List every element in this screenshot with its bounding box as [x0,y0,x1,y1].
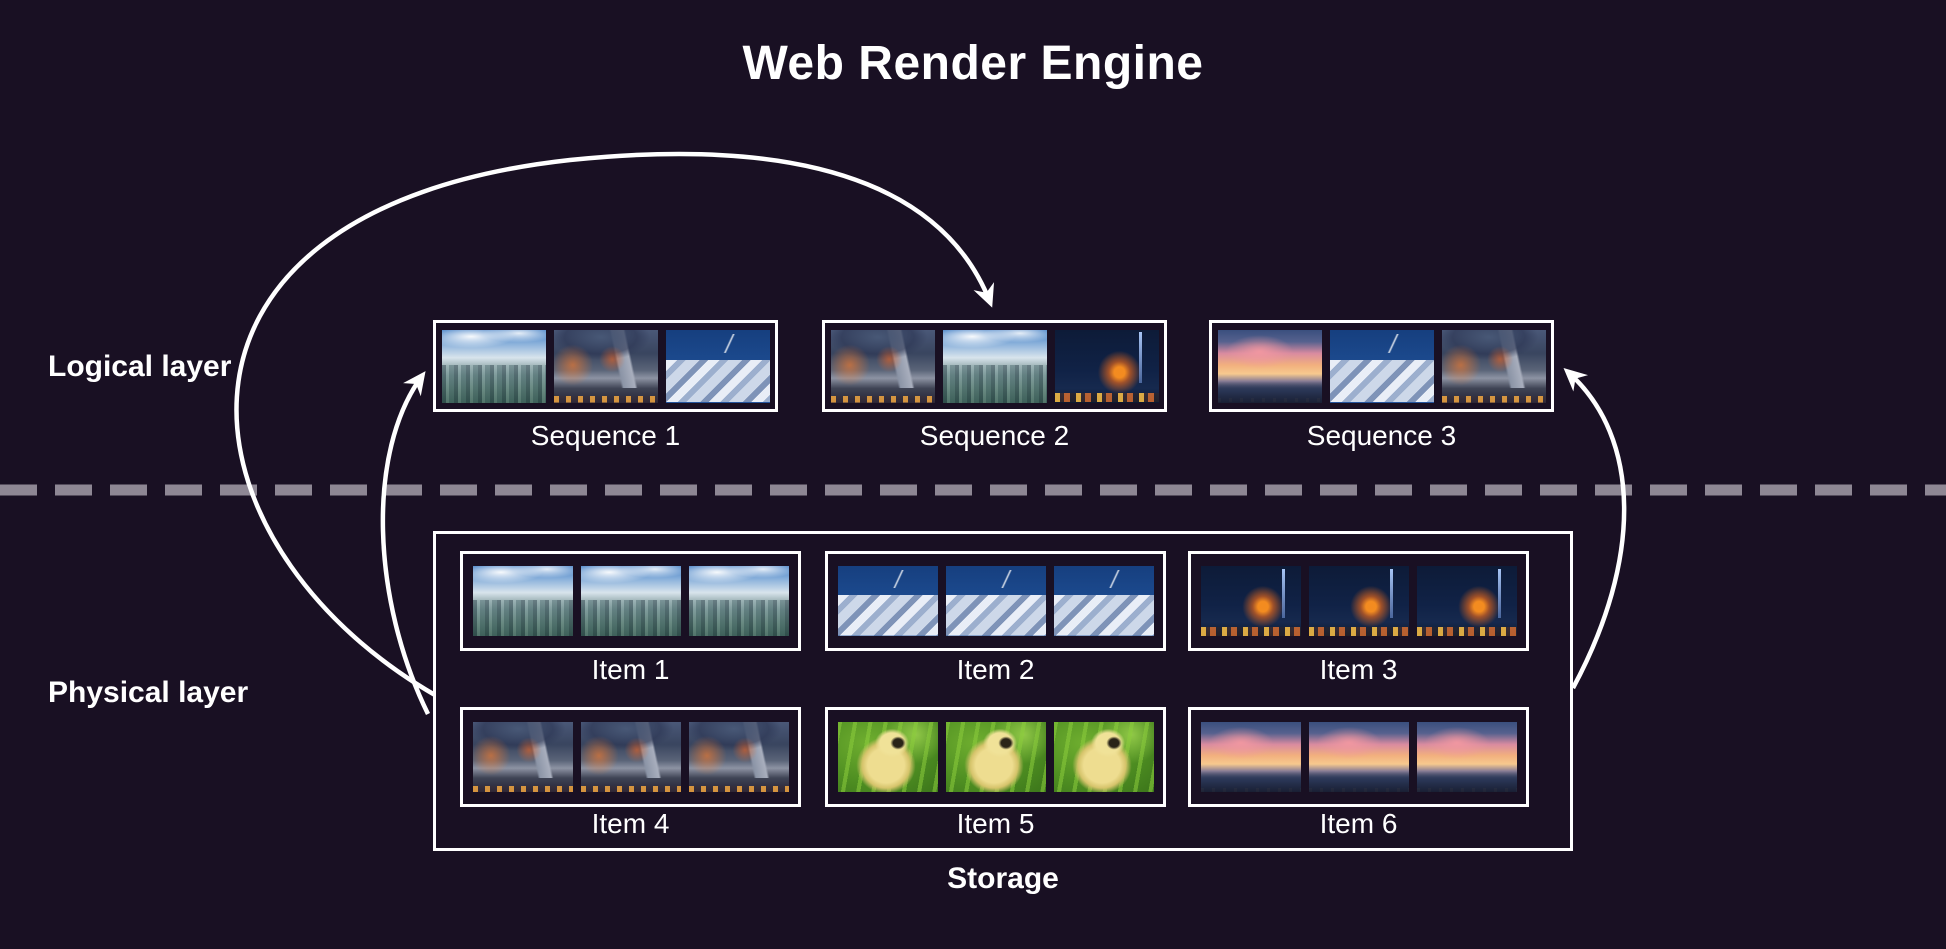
item-box-4 [460,707,801,807]
sequence-box-2 [822,320,1167,412]
item-5-label: Item 5 [956,808,1035,839]
photo-ferris-night [1054,329,1159,403]
item-box-2 [825,551,1166,651]
photo-city-day [580,566,681,636]
item-1-frames [463,554,798,648]
photo-mountain-night [837,566,938,636]
photo-building-dusk [580,722,681,792]
sequence-3-frames [1212,323,1551,409]
sequence-1-label: Sequence 1 [530,420,681,451]
photo-duckling [837,722,938,792]
photo-ferris-night [1200,566,1301,636]
photo-building-dusk [1441,329,1546,403]
item-1-label: Item 1 [591,654,670,685]
item-box-1 [460,551,801,651]
sequence-1-frames [436,323,775,409]
sequence-2-frames [825,323,1164,409]
sequence-box-1 [433,320,778,412]
photo-mountain-night [945,566,1046,636]
photo-building-dusk [830,329,935,403]
photo-city-day [472,566,573,636]
photo-building-dusk [688,722,789,792]
item-box-3 [1188,551,1529,651]
arrow-storage-to-sequence2 [234,151,995,708]
photo-city-day [688,566,789,636]
photo-duckling [1053,722,1154,792]
photo-mountain-night [665,329,770,403]
item-4-label: Item 4 [591,808,670,839]
sequence-3-label: Sequence 3 [1306,420,1457,451]
photo-sunset [1217,329,1322,403]
photo-sunset [1200,722,1301,792]
photo-building-dusk [472,722,573,792]
item-box-5 [825,707,1166,807]
physical-layer-label: Physical layer [48,676,249,709]
item-5-frames [828,710,1163,804]
arrow-storage-to-sequence1 [380,371,431,715]
photo-mountain-night [1053,566,1154,636]
sequence-2-label: Sequence 2 [919,420,1070,451]
photo-mountain-night [1329,329,1434,403]
photo-building-dusk [553,329,658,403]
page-title: Web Render Engine [742,37,1204,90]
photo-sunset [1308,722,1409,792]
sequence-box-3 [1209,320,1554,412]
photo-duckling [945,722,1046,792]
item-box-6 [1188,707,1529,807]
item-6-frames [1191,710,1526,804]
arrow-storage-to-sequence3 [1563,368,1627,690]
item-2-label: Item 2 [956,654,1035,685]
item-3-frames [1191,554,1526,648]
item-2-frames [828,554,1163,648]
photo-sunset [1416,722,1517,792]
item-3-label: Item 3 [1319,654,1398,685]
photo-ferris-night [1308,566,1409,636]
storage-label: Storage [947,862,1059,895]
photo-city-day [441,329,546,403]
photo-city-day [942,329,1047,403]
logical-layer-label: Logical layer [48,350,232,383]
item-4-frames [463,710,798,804]
photo-ferris-night [1416,566,1517,636]
item-6-label: Item 6 [1319,808,1398,839]
